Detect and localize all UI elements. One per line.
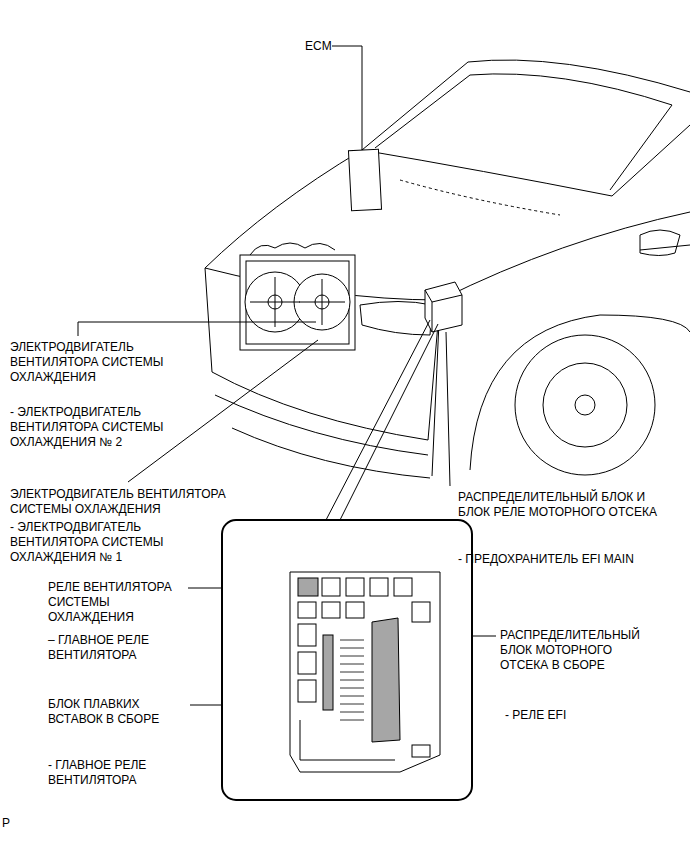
- cooling-fan-assembly: [240, 255, 355, 350]
- part-name: РАСПРЕДЕЛИТЕЛЬНЫЙ БЛОК МОТОРНОГО ОТСЕКА …: [500, 628, 650, 673]
- car-body: [362, 150, 612, 196]
- car-body: [205, 150, 362, 268]
- fuse-box-outline: [340, 640, 364, 720]
- part-note: - ПРЕДОХРАНИТЕЛЬ EFI MAIN: [458, 552, 680, 567]
- part-note: - ЭЛЕКТРОДВИГАТЕЛЬ ВЕНТИЛЯТОРА СИСТЕМЫ О…: [10, 405, 190, 450]
- engine-relay-block: [425, 282, 462, 332]
- engine-relay-block: [425, 290, 462, 332]
- car-body: [375, 74, 672, 190]
- inset-frame: [222, 520, 472, 800]
- cooling-fan-assembly: [240, 243, 355, 350]
- highlighted-part: [323, 635, 333, 710]
- car-body: [205, 60, 690, 478]
- fuse-box-outline: [346, 578, 364, 596]
- car-body: [575, 395, 595, 415]
- part-name: РЕЛЕ ВЕНТИЛЯТОРА СИСТЕМЫ ОХЛАЖДЕНИЯ: [48, 580, 188, 625]
- fuse-box-outline: [394, 578, 412, 596]
- car-body: [440, 212, 690, 300]
- inset-frame: [222, 520, 472, 800]
- highlighted-part: [298, 578, 318, 596]
- fuse-box-outline: [298, 680, 316, 702]
- fuse-box-outline: [298, 602, 316, 618]
- ecm-unit: [348, 149, 381, 210]
- fuse-box-outline: [290, 572, 440, 772]
- fuse-box-outline: [298, 652, 316, 674]
- car-body: [470, 315, 690, 470]
- fuse-box-outline: [346, 602, 364, 618]
- part-note: – ГЛАВНОЕ РЕЛЕ ВЕНТИЛЯТОРА: [48, 633, 188, 663]
- car-body: [400, 180, 560, 215]
- part-name: ECM: [305, 39, 332, 54]
- part-name: РАСПРЕДЕЛИТЕЛЬНЫЙ БЛОК И БЛОК РЕЛЕ МОТОР…: [458, 490, 658, 520]
- cooling-fan-assembly: [250, 243, 335, 255]
- fuse-box-outline: [322, 602, 340, 618]
- car-body: [232, 428, 430, 478]
- car-body: [640, 245, 690, 250]
- part-note: - ЭЛЕКТРОДВИГАТЕЛЬ ВЕНТИЛЯТОРА СИСТЕМЫ О…: [10, 520, 190, 565]
- leader-line: [340, 324, 438, 520]
- fuse-box-outline: [298, 624, 316, 646]
- page-mark: P: [2, 816, 10, 831]
- part-name: ЭЛЕКТРОДВИГАТЕЛЬ ВЕНТИЛЯТОРА СИСТЕМЫ ОХЛ…: [10, 340, 200, 385]
- leader-line: [446, 332, 450, 486]
- car-body: [362, 60, 690, 150]
- fuse-box-outline: [412, 602, 430, 622]
- fuse-box-outline: [412, 745, 430, 757]
- ecm-unit: [348, 149, 381, 210]
- car-body: [215, 395, 428, 455]
- fuse-box-outline: [370, 578, 388, 596]
- highlighted-part: [372, 618, 400, 742]
- highlighted-part: [298, 578, 400, 742]
- fuse-box-outline: [290, 572, 440, 772]
- car-body: [515, 335, 655, 475]
- leader-line: [78, 322, 316, 336]
- engine-relay-block: [425, 282, 462, 332]
- leader-line: [332, 46, 362, 150]
- part-note: - РЕЛЕ EFI: [505, 708, 605, 723]
- car-body: [612, 125, 690, 196]
- fuse-box-outline: [322, 578, 340, 596]
- leader-line: [326, 320, 430, 520]
- car-body: [640, 230, 680, 256]
- part-name: БЛОК ПЛАВКИХ ВСТАВОК В СБОРЕ: [48, 697, 188, 727]
- cooling-fan-assembly: [246, 261, 349, 344]
- car-body: [360, 302, 432, 336]
- car-body: [543, 363, 627, 447]
- cooling-fan-assembly: [250, 277, 345, 327]
- part-name: ЭЛЕКТРОДВИГАТЕЛЬ ВЕНТИЛЯТОРА СИСТЕМЫ ОХЛ…: [10, 487, 272, 517]
- part-note: - ГЛАВНОЕ РЕЛЕ ВЕНТИЛЯТОРА: [48, 758, 188, 788]
